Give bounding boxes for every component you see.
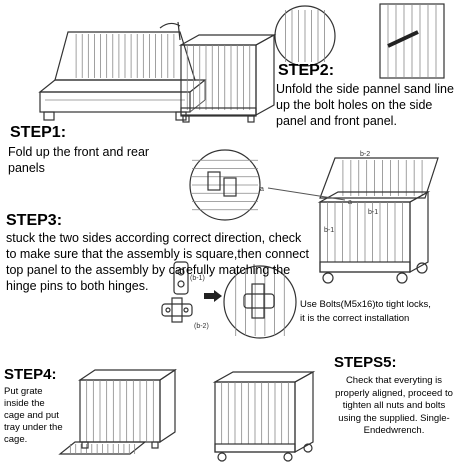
step4-grate-tray-illustration: [58, 368, 177, 455]
bolts-note: Use Bolts(M5x16)to tight locks,: [300, 299, 431, 310]
correct-note: it is the correct installation: [300, 313, 410, 324]
step2-side-panel-illustration: [178, 33, 277, 123]
hinge-parts-illustration: (b-1) (b-2): [161, 261, 209, 330]
step1-text: Fold up the front and rear panels: [8, 145, 150, 175]
label-b2-hinge: (b-2): [194, 323, 209, 330]
step1-folded-cage-illustration: [38, 21, 207, 121]
arrow-right-icon: [204, 290, 222, 302]
step2-title: STEP2:: [278, 62, 335, 79]
step3-hinge-zoom: [189, 149, 261, 221]
step4-text: Put grate inside the cage and put tray u…: [4, 386, 63, 445]
step3-title: STEP3:: [6, 212, 63, 229]
step1-title: STEP1:: [10, 124, 67, 141]
step2-text: Unfold the side pannel sand line up the …: [276, 82, 454, 128]
bolt-lock-zoom: [223, 265, 297, 339]
step5-assembled-cage-illustration: [212, 370, 316, 462]
step5-text: Check that everyting is properly aligned…: [335, 375, 453, 436]
label-a: a: [260, 186, 264, 193]
step2-zoom-detail: [274, 5, 336, 67]
step3-cage-with-top-illustration: b-2 a b-1 b-1: [317, 151, 439, 284]
step4-title: STEP4:: [4, 366, 57, 383]
label-a-top: a: [348, 199, 352, 206]
step2-panel-closeup: [379, 3, 445, 79]
label-b1-hinge: (b-1): [190, 275, 205, 282]
label-b1-side: b-1: [368, 209, 378, 216]
step3-text: stuck the two sides according correct di…: [6, 231, 309, 293]
label-b2-top: b-2: [360, 151, 370, 158]
step5-title: STEPS5:: [334, 354, 397, 371]
label-b1-left: b-1: [324, 227, 334, 234]
label-a-pointer: a: [260, 186, 346, 201]
